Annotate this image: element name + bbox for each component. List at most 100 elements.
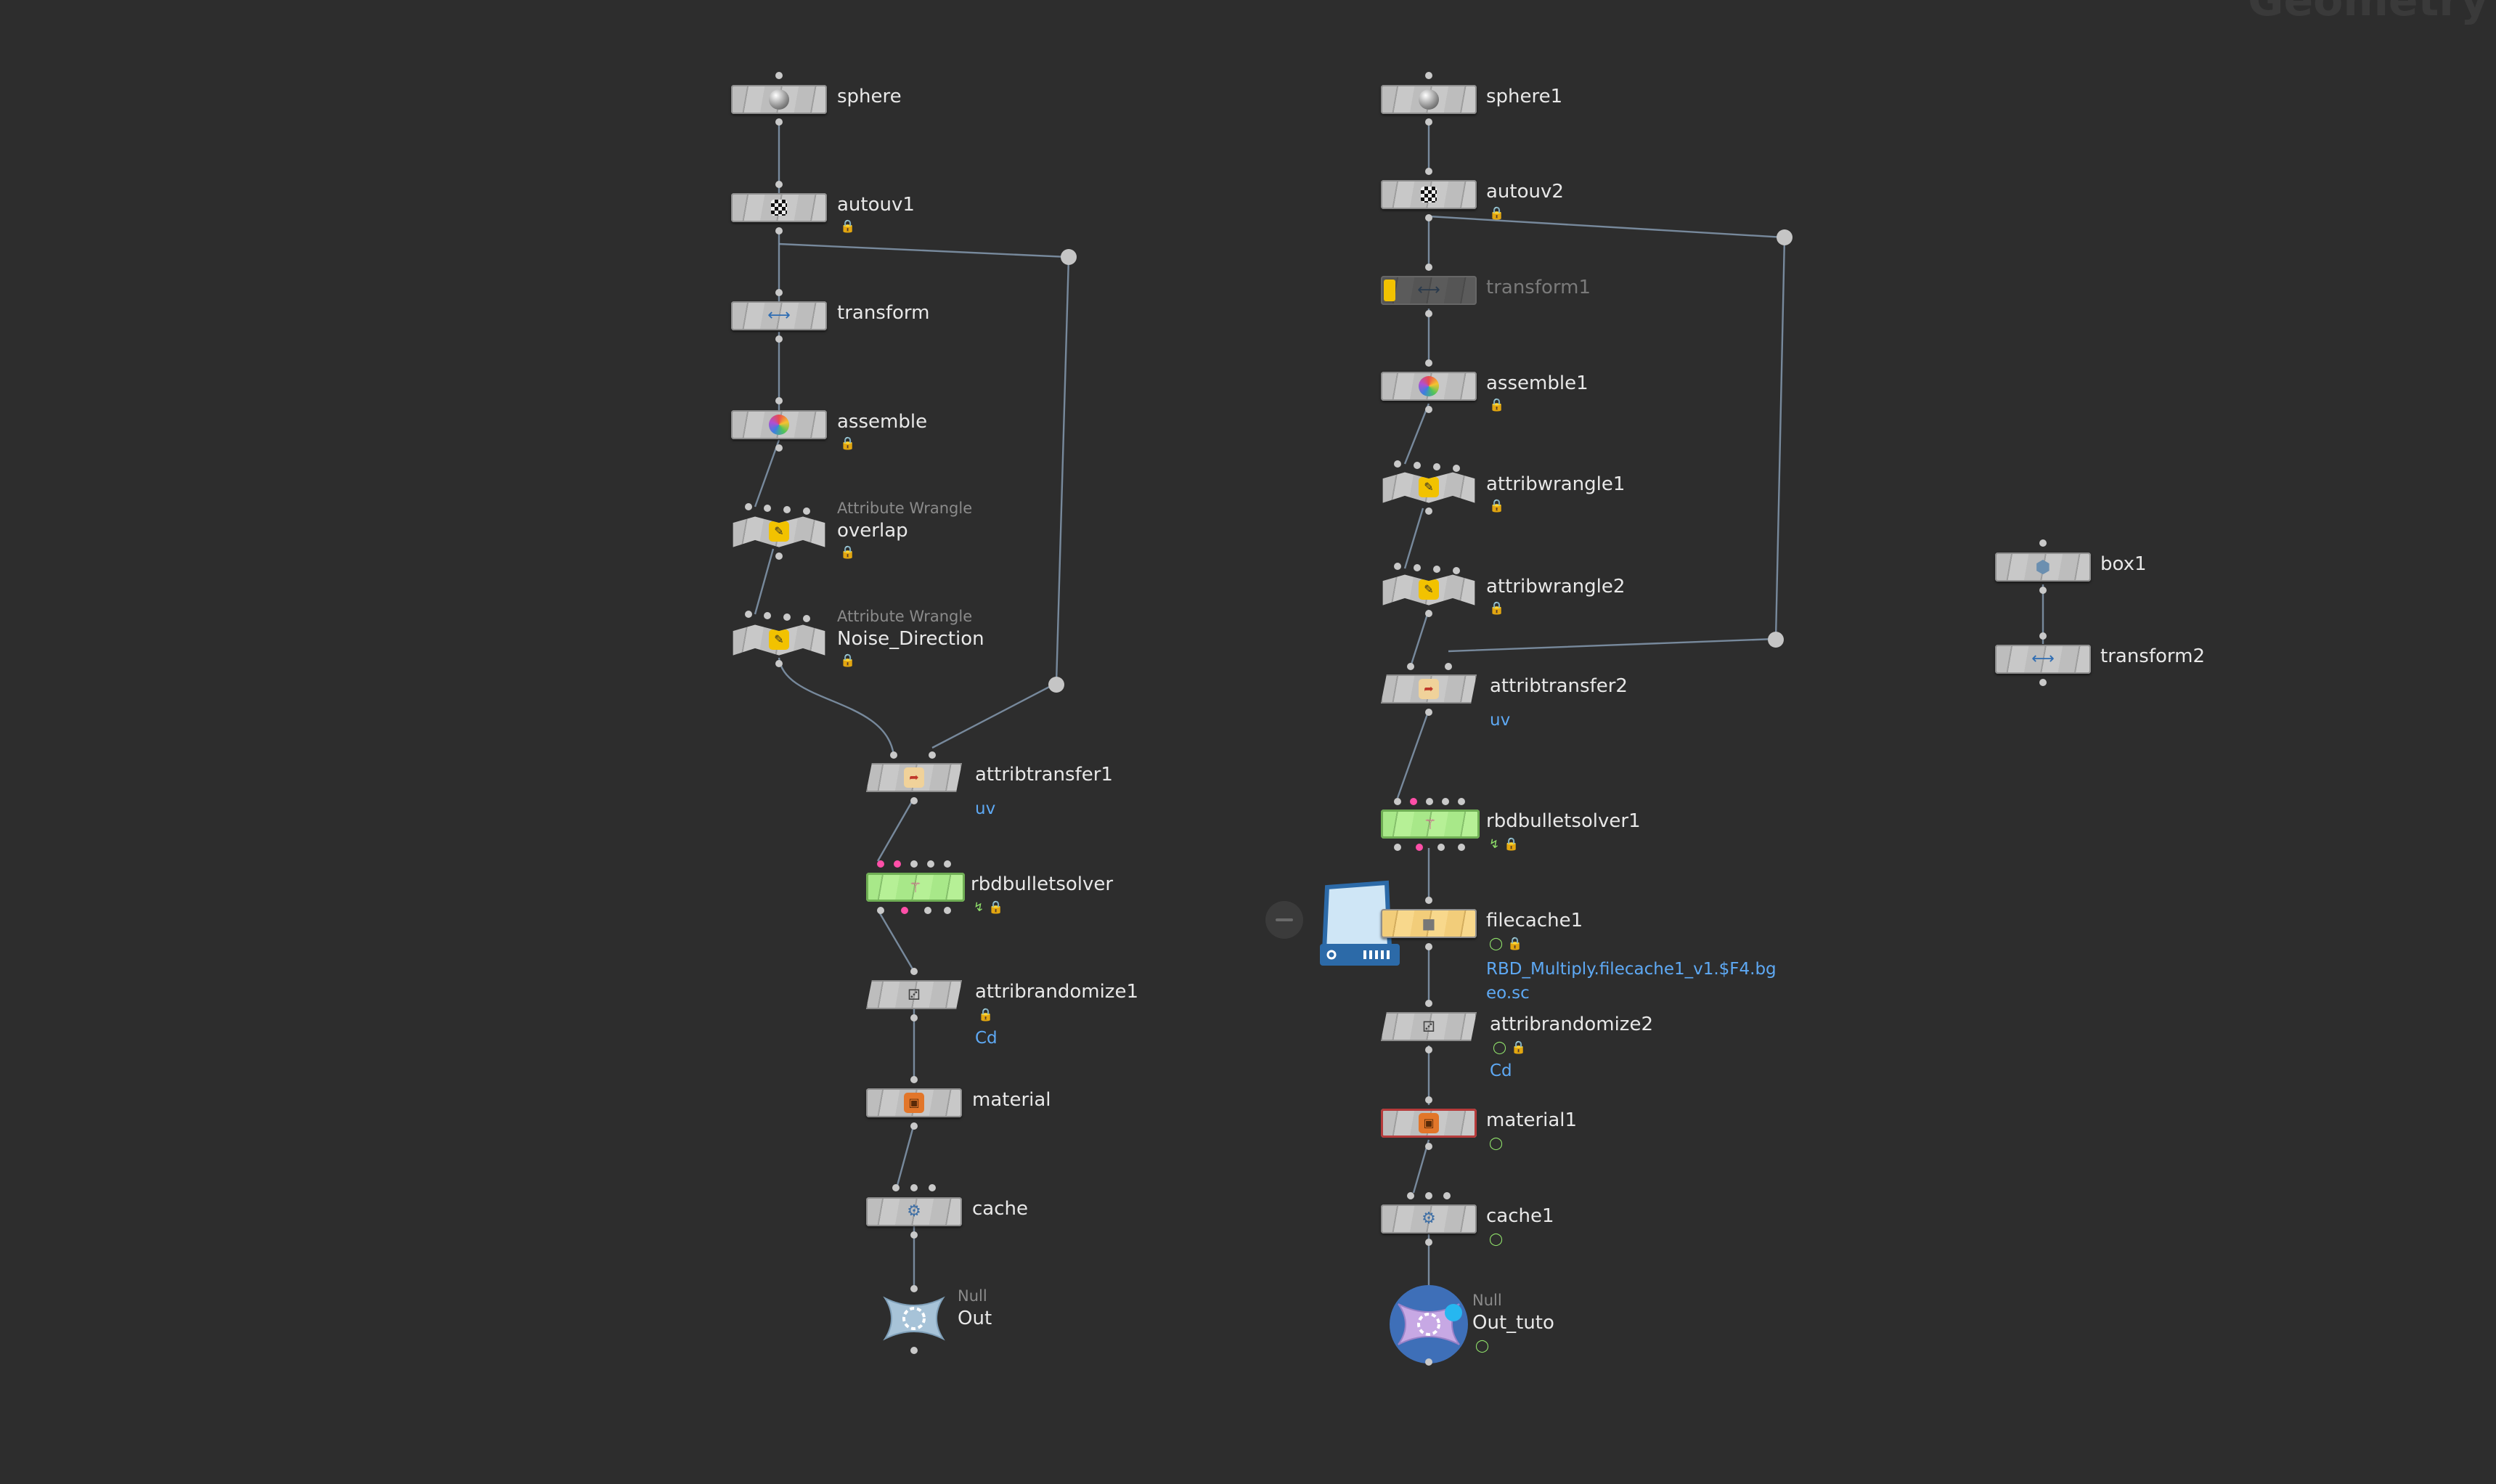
connector-port[interactable] [1425, 1143, 1432, 1150]
connector-port[interactable] [1425, 507, 1432, 515]
connector-port[interactable] [1414, 462, 1421, 469]
connector-port[interactable] [1425, 310, 1432, 317]
connector-port[interactable] [1425, 1046, 1432, 1053]
connector-port[interactable] [890, 751, 897, 759]
node-attribrandomize2[interactable]: ⚂ [1381, 1012, 1477, 1041]
node-autouv2[interactable] [1381, 180, 1477, 209]
connector-port[interactable] [1425, 610, 1432, 617]
node-noise-direction[interactable]: ✎ [733, 624, 825, 656]
node-attribtransfer2[interactable]: ➦ [1381, 674, 1477, 704]
connector-port[interactable] [910, 1014, 918, 1022]
connector-port[interactable] [775, 118, 783, 126]
connector-port[interactable] [775, 335, 783, 343]
connector-port[interactable] [877, 907, 884, 914]
connector-port[interactable] [764, 505, 771, 512]
connector-port[interactable] [944, 907, 951, 914]
connector-port[interactable] [901, 907, 908, 914]
connector-port[interactable] [1425, 214, 1432, 221]
connector-port[interactable] [783, 613, 791, 621]
connector-port[interactable] [1425, 1096, 1432, 1104]
node-cache[interactable]: ⚙ [866, 1197, 962, 1226]
collapse-button[interactable] [1265, 901, 1303, 939]
connector-port[interactable] [1445, 663, 1452, 670]
connector-port[interactable] [775, 444, 783, 452]
connector-port[interactable] [783, 506, 791, 513]
connector-port[interactable] [1425, 406, 1432, 413]
connector-port[interactable] [1425, 168, 1432, 175]
connector-port[interactable] [1425, 709, 1432, 716]
node-rbdbulletsolver1[interactable]: ⚚ [1381, 810, 1480, 839]
connector-port[interactable] [775, 553, 783, 560]
connector-port[interactable] [1426, 798, 1433, 805]
connector-port[interactable] [1453, 567, 1460, 574]
connector-port[interactable] [929, 1184, 936, 1191]
connector-port[interactable] [1394, 844, 1401, 851]
connector-port[interactable] [745, 611, 752, 618]
connector-port[interactable] [1442, 798, 1449, 805]
node-assemble[interactable] [731, 410, 827, 439]
connector-port[interactable] [910, 1076, 918, 1083]
wire-dot-left-bottom[interactable] [1048, 677, 1064, 693]
connector-port[interactable] [2039, 539, 2047, 547]
null-icon[interactable] [1388, 1284, 1469, 1365]
connector-port[interactable] [1394, 563, 1401, 570]
connector-port[interactable] [775, 227, 783, 235]
connector-port[interactable] [775, 397, 783, 404]
wire-dot-right-bottom[interactable] [1768, 632, 1784, 648]
connector-port[interactable] [1458, 844, 1465, 851]
node-attribwrangle1[interactable]: ✎ [1382, 472, 1475, 503]
connector-port[interactable] [1394, 460, 1401, 468]
connector-port[interactable] [1410, 798, 1417, 805]
connector-port[interactable] [1443, 1192, 1451, 1199]
connector-port[interactable] [910, 1231, 918, 1239]
connector-port[interactable] [1425, 72, 1432, 79]
connector-port[interactable] [1407, 1192, 1414, 1199]
node-cache1[interactable]: ⚙ [1381, 1204, 1477, 1234]
null-icon[interactable] [879, 1284, 949, 1353]
node-assemble1[interactable] [1381, 372, 1477, 401]
connector-port[interactable] [910, 1347, 918, 1354]
connector-port[interactable] [1394, 798, 1401, 805]
connector-port[interactable] [927, 860, 934, 868]
node-sphere[interactable] [731, 85, 827, 114]
connector-port[interactable] [1433, 566, 1440, 573]
node-transform2[interactable]: ⟷ [1995, 645, 2091, 674]
node-attribtransfer1[interactable]: ➦ [866, 763, 962, 792]
connector-port[interactable] [1425, 1000, 1432, 1007]
node-attribrandomize1[interactable]: ⚂ [866, 980, 962, 1009]
connector-port[interactable] [1425, 359, 1432, 367]
connector-port[interactable] [2039, 587, 2047, 594]
node-rbdbulletsolver[interactable]: ⚚ [866, 873, 965, 902]
connector-port[interactable] [1433, 463, 1440, 470]
connector-port[interactable] [1407, 663, 1414, 670]
connector-port[interactable] [775, 72, 783, 79]
connector-port[interactable] [803, 507, 810, 515]
connector-port[interactable] [1425, 118, 1432, 126]
connector-port[interactable] [892, 1184, 900, 1191]
connector-port[interactable] [929, 751, 936, 759]
connector-port[interactable] [775, 181, 783, 188]
connector-port[interactable] [877, 860, 884, 868]
connector-port[interactable] [910, 1122, 918, 1130]
node-material[interactable]: ▣ [866, 1088, 962, 1117]
connector-port[interactable] [910, 860, 918, 868]
connector-port[interactable] [745, 503, 752, 510]
connector-port[interactable] [1425, 1239, 1432, 1246]
connector-port[interactable] [2039, 632, 2047, 640]
wire-dot-left-top[interactable] [1061, 249, 1077, 265]
connector-port[interactable] [1425, 1192, 1432, 1199]
connector-port[interactable] [1414, 564, 1421, 571]
connector-port[interactable] [910, 1184, 918, 1191]
connector-port[interactable] [1458, 798, 1465, 805]
connector-port[interactable] [764, 612, 771, 619]
node-material1[interactable]: ▣ [1381, 1109, 1477, 1138]
node-autouv1[interactable] [731, 193, 827, 222]
connector-port[interactable] [944, 860, 951, 868]
wire-dot-right-top[interactable] [1777, 229, 1793, 245]
connector-port[interactable] [803, 615, 810, 622]
node-transform[interactable]: ⟷ [731, 301, 827, 330]
connector-port[interactable] [775, 289, 783, 296]
connector-port[interactable] [894, 860, 901, 868]
connector-port[interactable] [775, 660, 783, 667]
connector-port[interactable] [1425, 943, 1432, 950]
